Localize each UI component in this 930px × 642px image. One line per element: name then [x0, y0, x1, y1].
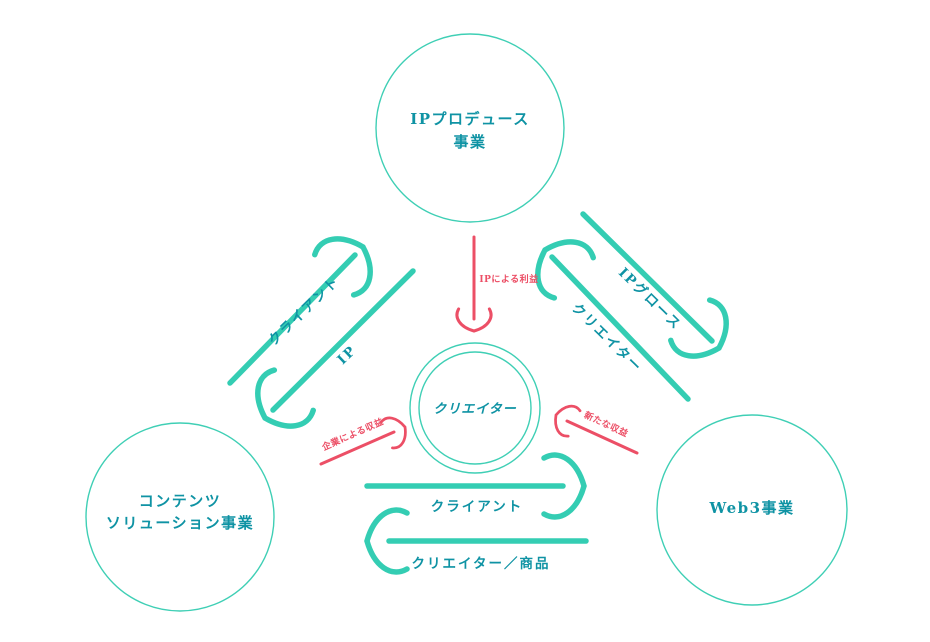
- node-ip-produce-label-line2: 事業: [453, 133, 486, 151]
- node-content-solution-label-line1: コンテンツ: [139, 492, 222, 510]
- arrow-creator-product-label: クリエイター／商品: [412, 555, 551, 572]
- arrow-client-bottom: [364, 455, 584, 517]
- arrow-creator-right: [523, 228, 691, 402]
- arrow-ip: [243, 268, 416, 440]
- arrow-revenue-from-companies-label: 企業による収益: [319, 415, 385, 453]
- arrow-client-left: [227, 225, 385, 386]
- arrow-ip-growth: [580, 211, 741, 370]
- node-content-solution-circle: [85, 422, 275, 612]
- node-web3-label: Web3事業: [708, 499, 794, 517]
- node-content-solution-label-line2: ソリューション事業: [106, 514, 254, 532]
- arrow-new-revenue-label: 新たな収益: [582, 409, 630, 440]
- node-creator-inner-ring: [418, 351, 532, 465]
- node-ip-produce-label-line1: IPプロデュース: [410, 110, 530, 128]
- node-ip-produce-circle: [375, 33, 565, 223]
- arrow-new-revenue: [548, 399, 639, 455]
- node-creator-outer-ring: [409, 342, 541, 474]
- node-creator-label: クリエイター: [433, 402, 516, 417]
- arrow-profit-from-ip: [455, 235, 493, 333]
- arrow-creator-product: [367, 510, 589, 572]
- arrow-revenue-from-companies: [319, 411, 413, 466]
- node-web3-circle: [656, 414, 848, 606]
- arrow-client-bottom-label: クライアント: [431, 499, 523, 515]
- arrow-profit-from-ip-label: IPによる利益: [479, 273, 538, 285]
- arrow-ip-growth-label: IPグロース: [615, 264, 685, 333]
- arrow-client-left-label: クライアント: [265, 273, 343, 349]
